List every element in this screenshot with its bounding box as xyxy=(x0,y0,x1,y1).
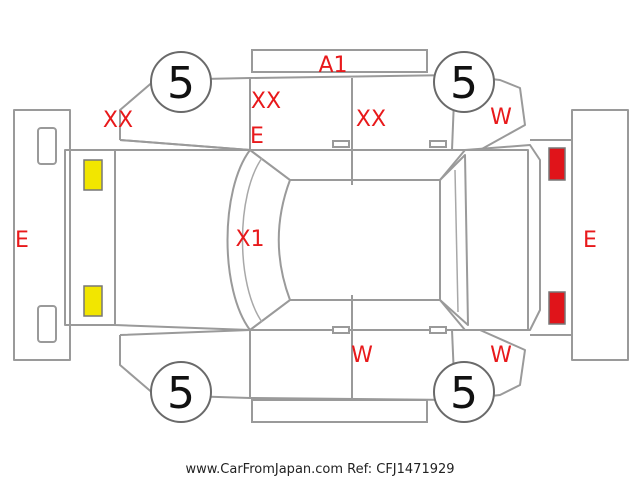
tire-rear-right: 5 xyxy=(433,361,495,423)
front-fog-lamp-bottom xyxy=(37,305,57,343)
headlight-top xyxy=(83,159,103,191)
tire-front-left: 5 xyxy=(150,51,212,113)
tire-front-left-depth: 5 xyxy=(167,58,195,109)
damage-hood: X1 xyxy=(235,227,264,252)
damage-rear-bumper: E xyxy=(583,228,597,253)
tire-rear-right-depth: 5 xyxy=(450,368,478,419)
tire-rear-left-depth: 5 xyxy=(167,368,195,419)
windshield-inner xyxy=(241,157,263,323)
taillight-top xyxy=(548,147,566,181)
damage-right-rear-fender: W xyxy=(490,343,512,368)
right-roof-rail xyxy=(251,399,428,423)
tire-front-left-circle xyxy=(150,51,212,113)
front-fog-lamp-top xyxy=(37,127,57,165)
tire-front-right-circle xyxy=(433,51,495,113)
right-side-outline xyxy=(119,329,526,401)
left-side-lower xyxy=(119,139,251,151)
left-roof-rail xyxy=(251,49,428,73)
left-rear-door-handle xyxy=(429,140,447,148)
damage-left-rear-door: XX xyxy=(356,107,386,132)
tire-front-right-depth: 5 xyxy=(450,58,478,109)
damage-left-front-door: XX xyxy=(251,89,281,114)
trunk-outline xyxy=(468,149,529,331)
tire-rear-right-circle xyxy=(433,361,495,423)
front-bumper-outline xyxy=(13,109,71,361)
tire-front-right: 5 xyxy=(433,51,495,113)
roof-outline xyxy=(290,179,441,301)
right-front-door-handle xyxy=(332,326,350,334)
taillight-bottom xyxy=(548,291,566,325)
rear-bumper-outline xyxy=(571,109,629,361)
rear-glass-inner xyxy=(454,169,459,313)
tire-rear-left: 5 xyxy=(150,361,212,423)
headlight-bottom xyxy=(83,285,103,317)
damage-roof-front: A1 xyxy=(318,53,347,78)
left-front-door-handle xyxy=(332,140,350,148)
rear-panel-outline xyxy=(530,139,573,336)
damage-left-front-door-lower: E xyxy=(250,124,264,149)
right-rear-door-handle xyxy=(429,326,447,334)
rear-window-outline xyxy=(439,154,469,326)
footer-source: www.CarFromJapan.com Ref: CFJ1471929 xyxy=(185,462,454,477)
tire-rear-left-circle xyxy=(150,361,212,423)
damage-front-bumper: E xyxy=(15,228,29,253)
damage-left-front-fender: XX xyxy=(103,108,133,133)
body-outline xyxy=(114,144,541,331)
damage-right-rear-door: W xyxy=(351,343,373,368)
damage-left-rear-fender: W xyxy=(490,105,512,130)
